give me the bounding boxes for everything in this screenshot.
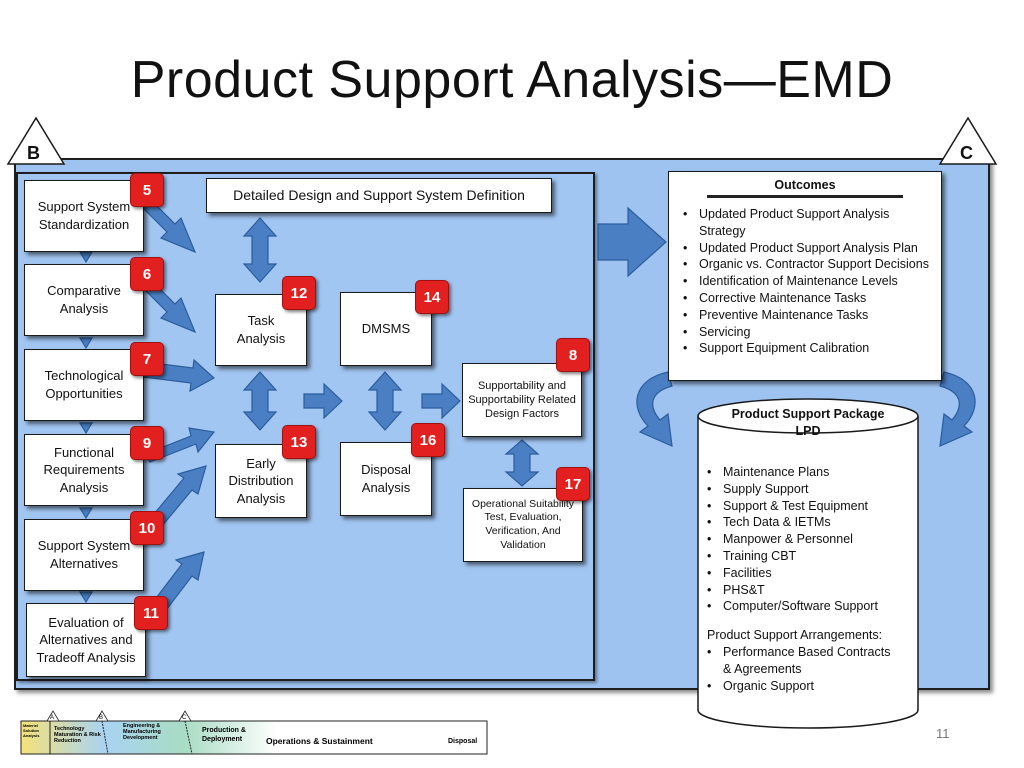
- list-item: Preventive Maintenance Tasks: [677, 307, 933, 324]
- list-item: Servicing: [677, 324, 933, 341]
- timeline-label-c: C: [182, 715, 187, 721]
- arrangements-heading: Product Support Arrangements:: [707, 628, 883, 643]
- list-item: Computer/Software Support: [701, 598, 919, 615]
- step-badge: 9: [130, 426, 164, 460]
- milestone-c-label: C: [960, 143, 973, 163]
- box-label: Support System Standardization: [37, 199, 131, 232]
- box-label: Evaluation of Alternatives and Tradeoff …: [36, 614, 136, 665]
- step-badge: 17: [556, 467, 590, 501]
- comparative-analysis-box: Comparative Analysis: [24, 264, 144, 336]
- slide-title: Product Support Analysis—EMD: [130, 51, 894, 109]
- detailed-design-box: Detailed Design and Support System Defin…: [206, 178, 552, 213]
- phase-technology-maturation: Technology Maturation & Risk Reduction: [54, 726, 101, 744]
- list-item: Training CBT: [701, 548, 919, 565]
- box-label: Functional Requirements Analysis: [43, 444, 125, 495]
- step-badge: 16: [411, 423, 445, 457]
- supportability-design-factors-box: Supportability and Supportability Relate…: [462, 363, 582, 437]
- timeline-label-a: A: [50, 715, 54, 721]
- box-label: Operational Suitability Test, Evaluation…: [471, 497, 575, 551]
- box-label: Technological Opportunities: [44, 368, 124, 401]
- outcomes-underline: [707, 195, 903, 198]
- list-item: Tech Data & IETMs: [701, 514, 919, 531]
- list-item: Organic Support: [701, 678, 901, 695]
- timeline-label-b: B: [99, 715, 103, 721]
- package-heading: Product Support Package: [731, 407, 885, 421]
- step-badge: 7: [130, 342, 164, 376]
- outcomes-box: Outcomes Updated Product Support Analysi…: [668, 171, 942, 381]
- product-support-package-content: Product Support Package LPD Maintenance …: [697, 406, 919, 694]
- functional-requirements-analysis-box: Functional Requirements Analysis: [24, 434, 144, 506]
- phase-operations-sustainment: Operations & Sustainment: [266, 736, 373, 746]
- box-label: Supportability and Supportability Relate…: [468, 379, 576, 421]
- step-badge: 12: [282, 276, 316, 310]
- step-badge: 11: [134, 596, 168, 630]
- support-system-alternatives-box: Support System Alternatives: [24, 519, 144, 591]
- list-item: Performance Based Contracts & Agreements: [701, 644, 901, 678]
- box-label: Task Analysis: [236, 313, 286, 346]
- list-item: Supply Support: [701, 481, 919, 498]
- phase-disposal: Disposal: [448, 738, 477, 745]
- list-item: Maintenance Plans: [701, 464, 919, 481]
- support-system-standardization-box: Support System Standardization: [24, 180, 144, 252]
- arrangements-list: Performance Based Contracts & Agreements…: [697, 644, 901, 694]
- technological-opportunities-box: Technological Opportunities: [24, 349, 144, 421]
- step-badge: 14: [415, 280, 449, 314]
- phase-engineering-manufacturing: Engineering & Manufacturing Development: [123, 723, 161, 741]
- step-badge: 6: [130, 257, 164, 291]
- milestone-b-label: B: [27, 143, 40, 163]
- outcomes-list: Updated Product Support Analysis Strateg…: [677, 206, 933, 357]
- evaluation-of-alternatives-box: Evaluation of Alternatives and Tradeoff …: [26, 603, 146, 677]
- step-badge: 5: [130, 173, 164, 207]
- list-item: Manpower & Personnel: [701, 531, 919, 548]
- list-item: Organic vs. Contractor Support Decisions: [677, 256, 933, 273]
- list-item: Updated Product Support Analysis Plan: [677, 240, 933, 257]
- list-item: Support Equipment Calibration: [677, 340, 933, 357]
- page-number: 11: [936, 726, 950, 741]
- operational-suitability-test-box: Operational Suitability Test, Evaluation…: [463, 488, 583, 562]
- package-subheading: LPD: [795, 424, 821, 438]
- box-label: Comparative Analysis: [47, 283, 121, 316]
- box-label: Detailed Design and Support System Defin…: [233, 187, 525, 204]
- step-badge: 13: [282, 425, 316, 459]
- box-label: Support System Alternatives: [37, 538, 131, 571]
- list-item: Corrective Maintenance Tasks: [677, 290, 933, 307]
- timeline-milestone-c: [178, 710, 192, 722]
- timeline-milestone-b: [95, 710, 109, 722]
- box-label: DMSMS: [361, 321, 411, 337]
- outcomes-heading: Outcomes: [774, 178, 836, 192]
- acquisition-timeline: A B C Materiel Solution Analysis Technol…: [20, 710, 488, 755]
- box-label: Early Distribution Analysis: [228, 455, 294, 506]
- step-badge: 10: [130, 511, 164, 545]
- list-item: Updated Product Support Analysis Strateg…: [677, 206, 933, 240]
- package-list: Maintenance Plans Supply Support Support…: [697, 464, 919, 615]
- list-item: Facilities: [701, 565, 919, 582]
- timeline-milestone-a: [46, 710, 60, 722]
- phase-production-deployment: Production & Deployment: [202, 727, 246, 743]
- step-badge: 8: [556, 338, 590, 372]
- list-item: Identification of Maintenance Levels: [677, 273, 933, 290]
- list-item: Support & Test Equipment: [701, 498, 919, 515]
- list-item: PHS&T: [701, 582, 919, 599]
- phase-materiel-solution: Materiel Solution Analysis: [23, 723, 40, 738]
- box-label: Disposal Analysis: [361, 462, 411, 495]
